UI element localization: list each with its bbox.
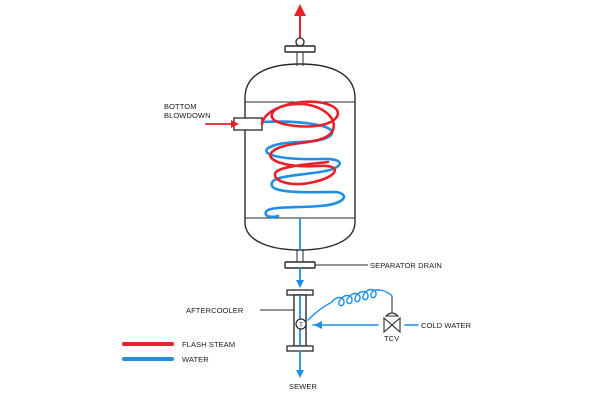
top-nozzle xyxy=(284,37,316,66)
flow-arrow-icon xyxy=(231,120,239,128)
legend-label-water: WATER xyxy=(182,355,209,364)
flow-arrow-icon xyxy=(296,280,304,288)
flash-steam-outlet xyxy=(294,4,306,43)
svg-text:T: T xyxy=(299,322,303,329)
aftercooler-label: AFTERCOOLER xyxy=(186,306,244,315)
water-flow-coil xyxy=(260,120,346,219)
bottom-nozzle xyxy=(284,250,316,269)
sewer-label: SEWER xyxy=(289,382,317,391)
flow-arrow-icon xyxy=(314,321,322,329)
flow-arrow-icon xyxy=(294,4,306,16)
sewer-outlet xyxy=(296,350,304,378)
cold-water-inlet-line xyxy=(312,321,419,329)
temperature-sensing-coil xyxy=(307,288,393,321)
legend-item-water: WATER xyxy=(122,355,209,364)
tcv-label: TCV xyxy=(384,334,399,343)
bottom-blowdown-label-line2: BLOWDOWN xyxy=(164,111,211,120)
thermometer-icon: T xyxy=(295,318,307,330)
bottom-blowdown-label-line1: BOTTOM xyxy=(164,102,197,111)
control-valve-icon xyxy=(383,296,401,334)
legend-label-flash-steam: FLASH STEAM xyxy=(182,340,235,349)
flow-arrow-icon xyxy=(296,370,304,378)
cold-water-label: COLD WATER xyxy=(421,321,472,330)
legend-item-flash-steam: FLASH STEAM xyxy=(122,340,235,349)
separator-drain-label: SEPARATOR DRAIN xyxy=(370,261,442,270)
legend: FLASH STEAM WATER xyxy=(122,340,235,364)
flash-steam-coil xyxy=(260,100,340,186)
blowdown-inlet-arrow xyxy=(205,120,239,128)
